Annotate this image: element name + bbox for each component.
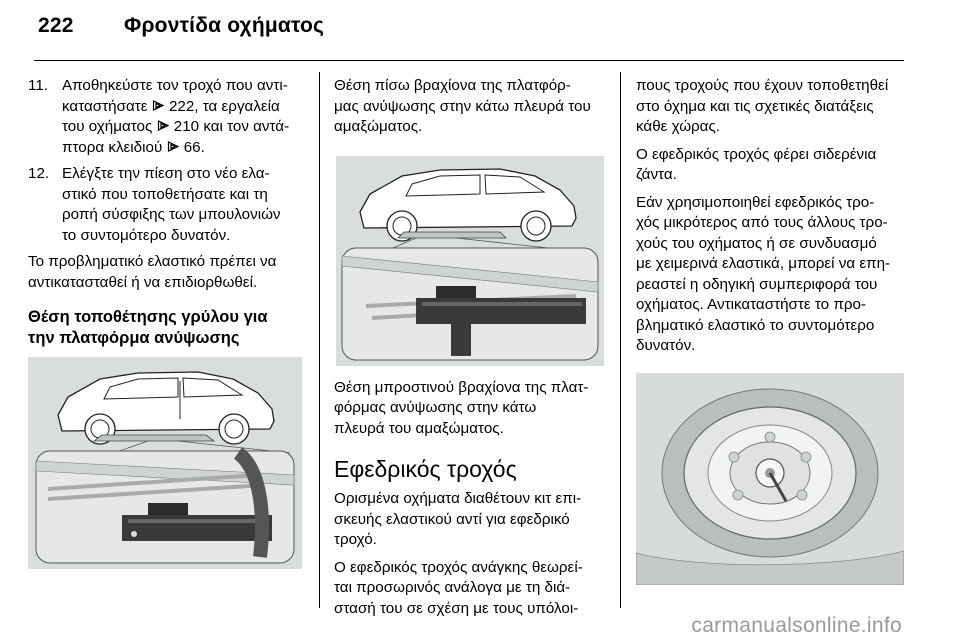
heading-line: Θέση τοποθέτησης γρύλου για [28,308,268,326]
cross-reference-icon [152,99,165,111]
item-text: του οχήματος [62,118,153,135]
text-line: ται προσωρινός ανάλογα με τη διά- [334,579,571,596]
text-line: χούς του οχήματος ή σε συνδυασμό [636,234,877,252]
text-line: πους τροχούς που έχουν τοποθετηθεί [636,77,889,94]
text-line: πλευρά του αμαξώματος. [334,419,504,437]
paragraph: πους τροχούς που έχουν τοποθετηθεί στο ό… [636,76,912,138]
paragraph: Ο εφεδρικός τροχός φέρει σιδερένια ζάντα… [636,145,912,186]
text-line: Ο εφεδρικός τροχός ανάγκης θεωρεί- [334,558,583,576]
text-line: Θέση μπροστινού βραχίονα της πλατ- [334,378,589,396]
text-line: αμαξώματος. [334,118,423,135]
item-number: 11. [28,77,48,94]
text-line: χός μικρότερος από τους άλλους τρο- [636,214,888,231]
column-2: Θέση πίσω βραχίονα της πλατφόρ- μας ανύψ… [334,76,610,626]
page-title: Φροντίδα οχήματος [124,14,325,37]
heading-line: την πλατφόρμα ανύψωσης [28,329,240,347]
item-text: καταστήσατε [62,97,148,115]
paragraph: Ο εφεδρικός τροχός ανάγκης θεωρεί- ται π… [334,558,610,620]
item-text: πτορα κλειδιού [62,138,163,156]
text-line: Ο εφεδρικός τροχός φέρει σιδερένια [636,145,877,163]
text-line: κάθε χώρας. [636,118,721,135]
figure-spare-wheel [636,372,904,585]
item-text: Ελέγξτε την πίεση στο νέο ελα- [62,165,270,182]
figure-front-lift-point [336,155,604,366]
text-line: βληματικό ελαστικό το συντομότερο [636,316,875,334]
figure-caption: Θέση μπροστινού βραχίονα της πλατ- φόρμα… [334,378,610,440]
item-text: Αποθηκεύστε τον τροχό που αντι- [62,77,288,94]
figure-caption: Θέση πίσω βραχίονα της πλατφόρ- μας ανύψ… [334,76,610,138]
item-number: 12. [28,165,50,182]
paragraph: Ορισμένα οχήματα διαθέτουν κιτ επι- σκευ… [334,489,610,551]
text-line: οχήματος. Αντικαταστήστε το προ- [636,296,866,313]
item-text: ροπή σύσφιξης των μπουλονιών [62,206,281,223]
text-line: σκευής ελαστικού αντί για εφεδρικό [334,510,570,528]
page-reference-link[interactable]: 66. [183,138,205,156]
column-1: 11. Αποθηκεύστε τον τροχό που αντι- κατα… [28,76,304,569]
header-rule [34,60,904,61]
section-heading: Θέση τοποθέτησης γρύλου για την πλατφόρμ… [28,307,304,349]
page-number: 222 [38,14,74,37]
item-text: το συντομότερο δυνατόν. [62,226,231,244]
column-divider [319,72,320,608]
cross-reference-icon [157,120,169,131]
list-item-11: 11. Αποθηκεύστε τον τροχό που αντι- κατα… [28,76,304,158]
section-title: Εφεδρικός τροχός [334,456,517,482]
page-reference-link[interactable]: 210 και τον αντά- [173,118,290,135]
item-text: στικό που τοποθετήσατε και τη [62,185,268,203]
page-header: 222 Φροντίδα οχήματος [38,14,324,38]
text-line: Ορισμένα οχήματα διαθέτουν κιτ επι- [334,490,582,507]
text-line: Το προβληματικό ελαστικό πρέπει να [28,253,277,270]
text-line: ρεαστεί η οδηγική συμπεριφορά του [636,275,878,293]
text-line: στο όχημα και τις σχετικές διατάξεις [636,97,874,115]
figure-rear-lift-point [28,357,302,569]
text-line: τροχό. [334,531,377,548]
paragraph: Εάν χρησιμοποιηθεί εφεδρικός τρο- χός μι… [636,193,912,357]
cross-reference-icon [167,140,179,152]
text-line: δυνατόν. [636,337,696,354]
text-line: στασή του σε σχέση με τους υπόλοι- [334,599,579,617]
list-item-12: 12. Ελέγξτε την πίεση στο νέο ελα- στικό… [28,164,304,246]
watermark: carmanualsonline.info [691,614,902,637]
text-line: Εάν χρησιμοποιηθεί εφεδρικός τρο- [636,193,875,211]
text-line: Θέση πίσω βραχίονα της πλατφόρ- [334,77,571,94]
column-divider [620,72,621,608]
text-line: ζάντα. [636,166,677,183]
text-line: αντικατασταθεί ή να επιδιορθωθεί. [28,273,258,291]
text-line: μας ανύψωσης στην κάτω πλευρά του [334,97,591,115]
text-line: με χειμερινά ελαστικά, μπορεί να επη- [636,255,891,272]
text-line: φόρμας ανύψωσης στην κάτω [334,399,537,416]
page-reference-link[interactable]: 222, τα εργαλεία [168,97,280,115]
column-3: πους τροχούς που έχουν τοποθετηθεί στο ό… [636,76,912,585]
paragraph: Το προβληματικό ελαστικό πρέπει να αντικ… [28,252,304,293]
